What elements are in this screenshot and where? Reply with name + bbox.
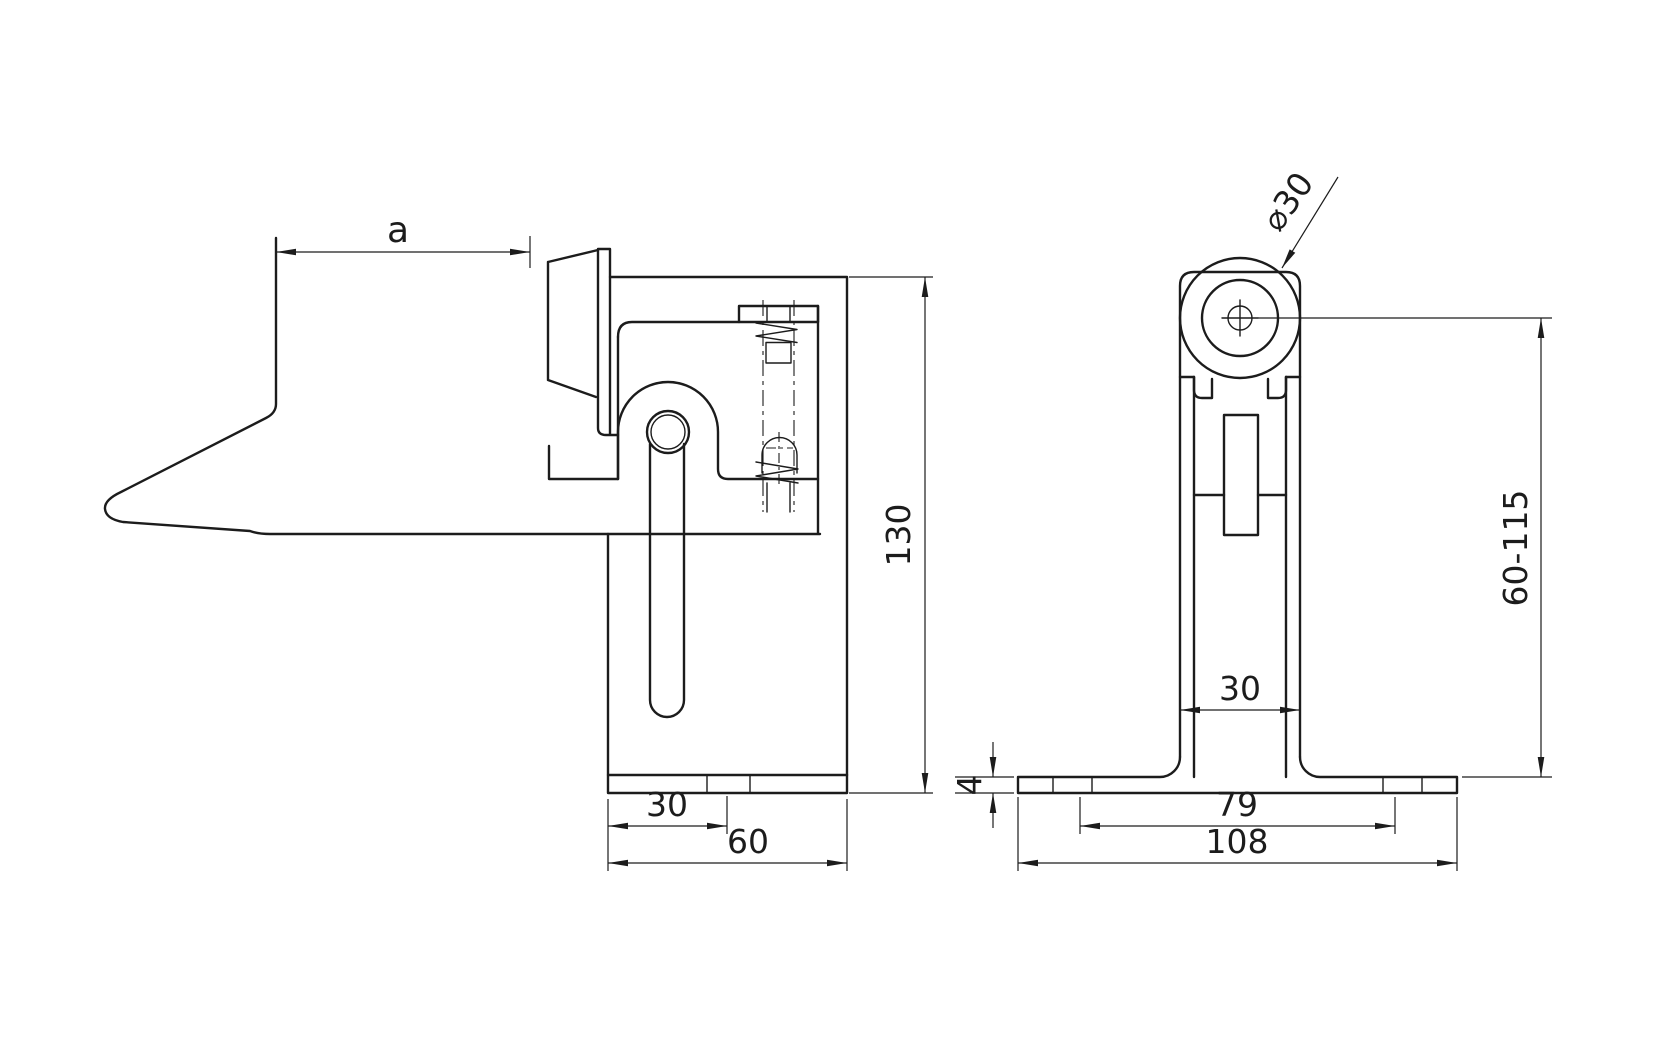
spring-zigzag-bottom — [755, 461, 799, 484]
base-strip — [606, 773, 849, 795]
adjustment-slot — [648, 442, 686, 719]
dim-label-base-thickness: 4 — [950, 775, 989, 796]
screw-shank-top — [766, 305, 791, 323]
dim-column-width: 30 — [1180, 669, 1300, 714]
column-outline — [1178, 270, 1302, 759]
body-outline — [608, 275, 849, 777]
dim-label-roller-diameter: ⌀30 — [1254, 165, 1321, 238]
inner-column-edges — [1192, 375, 1288, 779]
pivot-pin-outer — [645, 409, 691, 455]
dim-jaw-opening: a — [276, 210, 531, 268]
jaw-bumper — [546, 248, 600, 399]
pocket-top-edge — [616, 320, 820, 339]
side-view: a 130 30 60 — [103, 210, 933, 871]
mount-plate-outline — [606, 532, 849, 777]
jaw-mount-plate — [596, 247, 620, 437]
dim-label-hole-spacing: 79 — [1216, 785, 1258, 824]
dim-roller-diameter: ⌀30 — [1254, 165, 1339, 269]
screw-centerlines — [762, 300, 795, 512]
dim-slot-offset: 30 — [607, 785, 728, 871]
dim-label-column-width: 30 — [1219, 669, 1261, 708]
spring-zigzag-top — [755, 322, 798, 344]
spring-screw-detail — [755, 300, 799, 513]
dim-label-overall-height: 130 — [879, 504, 918, 567]
bracket-hooks — [1192, 375, 1288, 400]
dim-label-base-length: 108 — [1206, 822, 1269, 861]
leader-diameter — [1281, 176, 1339, 269]
dim-hole-spacing: 79 — [1079, 785, 1396, 834]
dim-label-jaw-opening: a — [387, 210, 409, 251]
screw-shank-bottom — [766, 482, 791, 513]
dim-label-slot-offset: 30 — [646, 785, 688, 824]
pivot-pin-inner — [650, 414, 686, 450]
dim-ext-108 — [1017, 797, 1458, 871]
front-view: ⌀30 60-115 30 4 79 108 — [950, 165, 1552, 871]
base-outline — [1016, 755, 1459, 795]
dim-overall-height: 130 — [849, 276, 933, 794]
dim-ext-4 — [955, 776, 1014, 794]
dome-centermark — [766, 432, 793, 488]
dim-ext-60-115 — [1258, 317, 1552, 778]
screw-block — [765, 341, 792, 364]
clamp-arm-outline — [103, 236, 822, 536]
dim-ext-30-side — [607, 796, 728, 871]
pocket-floor-left — [547, 444, 620, 481]
dim-ext-130 — [849, 276, 933, 794]
roller-center-mark — [1221, 299, 1259, 337]
base-strip-hole-ticks — [706, 774, 751, 794]
pivot-arch — [616, 380, 820, 481]
dim-label-height-range: 60-115 — [1496, 490, 1535, 607]
dim-label-plate-width: 60 — [727, 822, 769, 861]
dim-plate-width: 60 — [608, 799, 848, 871]
slider-block — [1222, 413, 1260, 537]
base-hole-ticks — [1052, 776, 1423, 794]
nut-plate — [737, 304, 820, 324]
dim-height-range: 60-115 — [1258, 317, 1552, 778]
dim-base-length: 108 — [1017, 797, 1458, 871]
dim-base-thickness: 4 — [950, 742, 1014, 828]
